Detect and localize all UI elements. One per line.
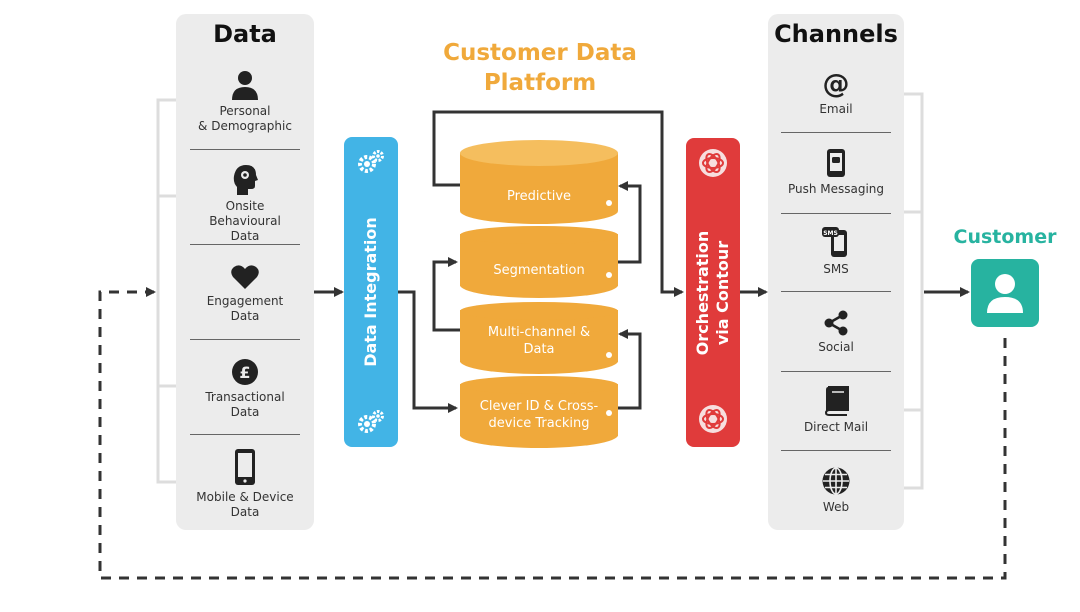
channels-panel-title: Channels	[774, 20, 898, 48]
divider	[190, 434, 300, 435]
channel-push-messaging: Push Messaging	[781, 148, 891, 197]
svg-text:@: @	[823, 70, 850, 98]
data-item-label: Transactional Data	[205, 390, 285, 419]
divider	[190, 244, 300, 245]
channel-social: Social	[781, 310, 891, 355]
pound-coin-icon: £	[232, 359, 258, 385]
indicator-dot	[606, 200, 612, 206]
globe-icon	[822, 467, 850, 495]
gears-icon	[358, 410, 384, 433]
cdp-layer-predictive: Predictive	[460, 140, 618, 226]
channels-bracket	[904, 92, 924, 490]
channel-direct-mail: Direct Mail	[781, 386, 891, 435]
indicator-dot	[606, 410, 612, 416]
divider	[781, 450, 891, 451]
svg-text:SMS: SMS	[823, 230, 838, 237]
data-integration-bar: Data Integration	[344, 137, 398, 447]
cdp-layer-multichannel: Multi-channel & Data	[460, 302, 618, 374]
data-item-transactional: £ Transactional Data	[190, 358, 300, 420]
data-bracket	[156, 98, 176, 484]
data-integration-label: Data Integration	[361, 217, 380, 367]
channel-web: Web	[781, 466, 891, 515]
indicator-dot	[606, 272, 612, 278]
channel-label: Web	[822, 500, 850, 514]
cdp-layer-label: Predictive	[506, 189, 572, 204]
share-icon	[824, 310, 848, 336]
data-panel-title: Data	[213, 20, 277, 48]
cdp-layer-label: Clever ID & Cross- device Tracking	[479, 399, 599, 431]
divider	[781, 371, 891, 372]
divider	[781, 132, 891, 133]
data-panel: Data Personal & Demographic Onsite Behav…	[176, 14, 314, 530]
data-item-personal: Personal & Demographic	[190, 70, 300, 134]
channel-label: SMS	[823, 262, 849, 276]
channel-label: Email	[819, 102, 853, 116]
channel-label: Social	[818, 340, 854, 354]
user-icon	[987, 274, 1023, 313]
arrow-integration-to-cdp	[398, 290, 458, 413]
indicator-dot	[606, 352, 612, 358]
cdp-layer-label: Segmentation	[493, 263, 585, 278]
data-item-label: Mobile & Device Data	[196, 490, 294, 519]
person-icon	[232, 71, 258, 100]
data-item-label: Onsite Behavioural Data	[209, 199, 281, 243]
channel-sms: SMS SMS	[781, 226, 891, 277]
channel-label: Push Messaging	[787, 182, 885, 196]
orchestration-bar: Orchestration via Contour	[686, 138, 740, 447]
sms-phone-icon: SMS	[822, 227, 847, 257]
channel-email: @ Email	[781, 70, 891, 117]
mobile-phone-icon	[235, 449, 255, 485]
data-item-label: Personal & Demographic	[198, 104, 292, 133]
heart-icon	[231, 265, 259, 289]
cdp-layer-label: Multi-channel & Data	[487, 325, 591, 357]
contour-logo-icon	[699, 405, 727, 433]
customer-title: Customer	[953, 226, 1057, 248]
divider	[781, 291, 891, 292]
head-gears-icon	[233, 165, 258, 195]
book-icon	[824, 386, 849, 416]
orchestration-label: Orchestration via Contour	[693, 230, 732, 355]
data-item-engagement: Engagement Data	[190, 264, 300, 324]
at-sign-icon: @	[823, 70, 850, 98]
cdp-title: Customer Data Platform	[443, 40, 637, 96]
divider	[190, 149, 300, 150]
data-item-label: Engagement Data	[206, 294, 284, 323]
channel-label: Direct Mail	[803, 420, 869, 434]
feedback-loop	[98, 287, 1007, 580]
contour-logo-icon	[699, 149, 727, 177]
cdp-layer-clever-id: Clever ID & Cross- device Tracking	[460, 376, 618, 448]
customer-box	[971, 259, 1039, 327]
divider	[781, 213, 891, 214]
data-item-mobile: Mobile & Device Data	[190, 448, 300, 520]
data-item-onsite: Onsite Behavioural Data	[190, 163, 300, 244]
svg-text:£: £	[239, 363, 250, 382]
cdp-layer-segmentation: Segmentation	[460, 226, 618, 298]
channels-panel: Channels @ Email Push Messaging SMS SMS	[768, 14, 904, 530]
phone-message-icon	[827, 149, 845, 177]
gears-icon	[358, 150, 384, 173]
divider	[190, 339, 300, 340]
